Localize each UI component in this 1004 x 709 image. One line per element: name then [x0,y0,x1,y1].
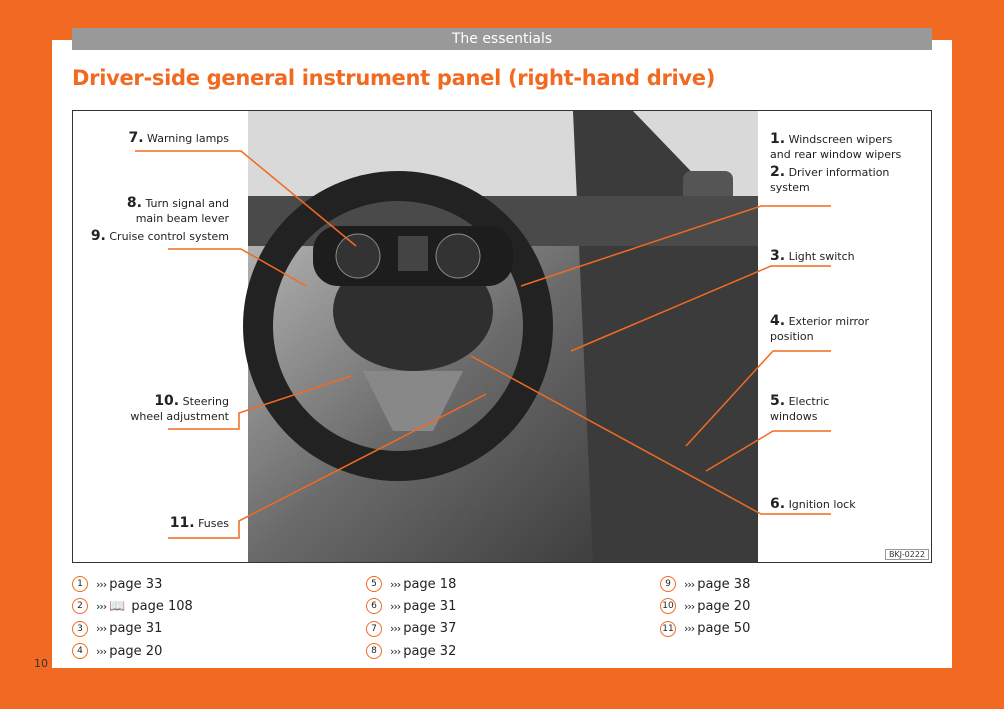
page-title: Driver-side general instrument panel (ri… [72,66,716,90]
label-warning-lamps: 7. Warning lamps [128,130,229,146]
page-number: 10 [34,657,48,670]
label-cruise-control: 9. Cruise control system [90,228,229,244]
ref-item[interactable]: 11›››page 50 [660,618,750,640]
footer-rule [52,668,952,670]
label-fuses: 11. Fuses [169,515,229,531]
ref-item[interactable]: 10›››page 20 [660,595,750,617]
steering-wheel-shape [243,171,553,481]
ref-item[interactable]: 7›››page 37 [366,618,456,640]
ref-item[interactable]: 6›››page 31 [366,595,456,617]
ref-item[interactable]: 2›››📖page 108 [72,595,193,617]
label-ignition-lock: 6. Ignition lock [770,496,856,512]
refs-col-1: 1›››page 33 2›››📖page 108 3›››page 31 4›… [72,573,193,662]
leader-lines [135,150,831,539]
refs-col-3: 9›››page 38 10›››page 20 11›››page 50 [660,573,750,640]
dashboard-illustration [135,111,831,562]
section-header: The essentials [72,28,932,50]
ref-item[interactable]: 5›››page 18 [366,573,456,595]
ref-item[interactable]: 8›››page 32 [366,640,456,662]
ref-item[interactable]: 3›››page 31 [72,618,193,640]
refs-col-2: 5›››page 18 6›››page 31 7›››page 37 8›››… [366,573,456,662]
ref-item[interactable]: 9›››page 38 [660,573,750,595]
figure-code: BKJ-0222 [884,549,929,560]
book-icon: 📖 [109,598,126,614]
ref-item[interactable]: 1›››page 33 [72,573,193,595]
label-light-switch: 3. Light switch [770,248,855,264]
ref-item[interactable]: 4›››page 20 [72,640,193,662]
